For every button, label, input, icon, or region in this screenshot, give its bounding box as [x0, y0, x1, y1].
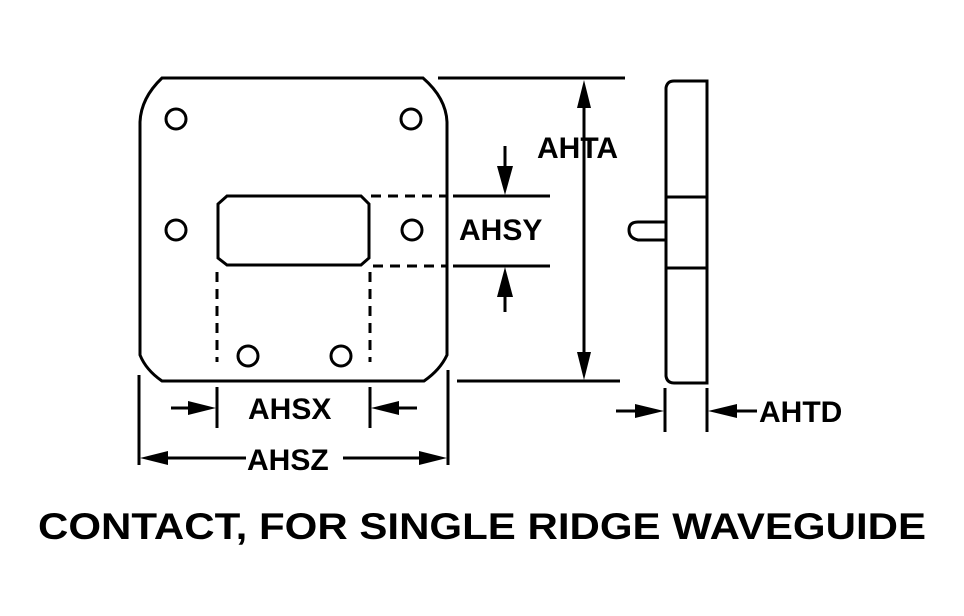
section-lower-hatched — [664, 266, 709, 385]
bolt-hole — [400, 218, 424, 242]
dimension-thickness: AHTD — [616, 388, 842, 432]
dimension-label-ahtd: AHTD — [759, 396, 842, 429]
front-view — [138, 76, 449, 383]
flange-outline — [138, 76, 449, 383]
bolt-hole — [399, 107, 423, 131]
bolt-hole — [164, 107, 188, 131]
bolt-hole — [164, 218, 188, 242]
dimension-slot-width: AHSX — [171, 387, 417, 428]
dimension-overall-height: AHTA — [438, 76, 625, 383]
dimension-label-ahsz: AHSZ — [247, 444, 329, 477]
waveguide-slot — [216, 194, 371, 267]
dimension-slot-height: AHSY — [453, 146, 550, 312]
dimension-overall-width: AHSZ — [137, 370, 450, 477]
side-section-view — [627, 79, 709, 385]
dimension-label-ahsy: AHSY — [459, 214, 542, 247]
section-slot-opening — [664, 195, 709, 270]
dimension-label-ahta: AHTA — [537, 132, 618, 165]
bolt-hole — [329, 344, 353, 368]
dimension-label-ahsx: AHSX — [248, 393, 331, 426]
bolt-hole — [236, 344, 260, 368]
section-upper-hatched — [664, 79, 709, 199]
diagram-caption: CONTACT, FOR SINGLE RIDGE WAVEGUIDE — [38, 506, 926, 547]
ridge-pin — [627, 220, 666, 242]
